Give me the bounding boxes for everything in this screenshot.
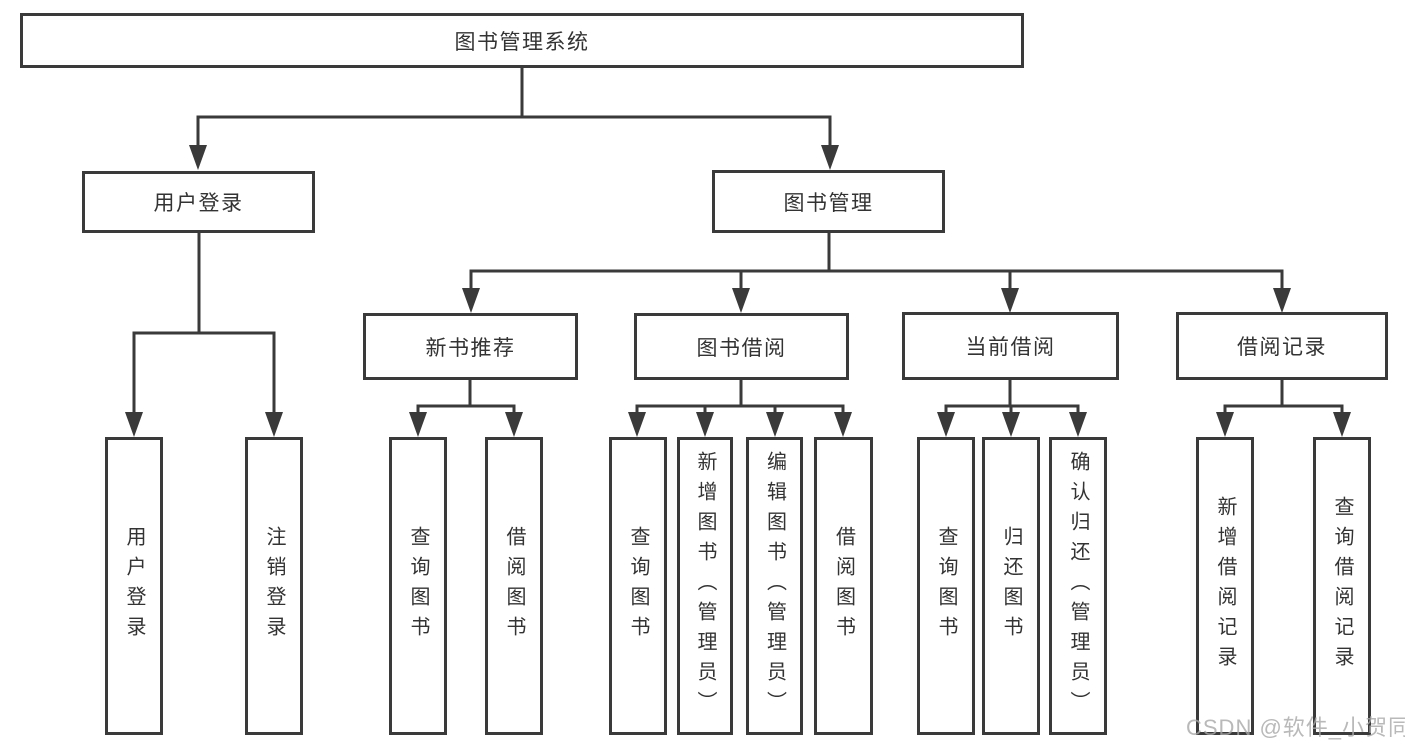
connector-book-borrow-branch xyxy=(635,378,845,417)
arrow-down-icon xyxy=(834,412,852,437)
connector-records-branch xyxy=(1223,378,1344,417)
leaf-confirm-return-admin-label: 确认归还（管理员） xyxy=(1067,451,1089,721)
leaf-logout: 注销登录 xyxy=(245,437,303,735)
leaf-edit-books-admin-label: 编辑图书（管理员） xyxy=(763,451,786,721)
leaf-borrow-books-borrow: 借阅图书 xyxy=(814,437,873,735)
arrow-down-icon xyxy=(1216,412,1234,437)
arrow-down-icon xyxy=(1273,288,1291,313)
leaf-return-books-label: 归还图书 xyxy=(1000,526,1022,646)
arrow-down-icon xyxy=(1001,288,1019,313)
arrow-down-icon xyxy=(125,412,143,437)
arrow-down-icon xyxy=(696,412,714,437)
arrow-down-icon xyxy=(628,412,646,437)
leaf-confirm-return-admin: 确认归还（管理员） xyxy=(1049,437,1107,735)
leaf-borrow-books-newrec-label: 借阅图书 xyxy=(503,526,525,646)
arrow-down-icon xyxy=(1002,412,1020,437)
leaf-query-books-borrow: 查询图书 xyxy=(609,437,667,735)
arrow-down-icon xyxy=(265,412,283,437)
leaf-add-borrow-record: 新增借阅记录 xyxy=(1196,437,1254,735)
leaf-borrow-books-borrow-label: 借阅图书 xyxy=(832,526,855,646)
leaf-query-borrow-record-label: 查询借阅记录 xyxy=(1331,496,1353,676)
arrow-down-icon xyxy=(189,145,207,170)
leaf-user-login: 用户登录 xyxy=(105,437,163,735)
arrow-down-icon xyxy=(1069,412,1087,437)
connector-new-rec-branch xyxy=(416,378,516,417)
node-user-login: 用户登录 xyxy=(82,171,315,233)
node-book-borrow: 图书借阅 xyxy=(634,313,849,380)
leaf-query-books-newrec-label: 查询图书 xyxy=(407,526,429,646)
connector-book-mgmt-branch xyxy=(469,231,1284,292)
arrow-down-icon xyxy=(821,145,839,170)
arrow-down-icon xyxy=(505,412,523,437)
arrow-down-icon xyxy=(732,288,750,313)
leaf-query-borrow-record: 查询借阅记录 xyxy=(1313,437,1371,735)
node-new-book-recommend: 新书推荐 xyxy=(363,313,578,380)
connector-user-login-branch xyxy=(132,231,276,417)
leaf-query-books-current-label: 查询图书 xyxy=(935,526,957,646)
leaf-edit-books-admin: 编辑图书（管理员） xyxy=(746,437,803,735)
leaf-query-books-borrow-label: 查询图书 xyxy=(627,526,649,646)
node-book-borrow-label: 图书借阅 xyxy=(696,336,787,360)
node-new-book-recommend-label: 新书推荐 xyxy=(425,336,516,360)
arrow-down-icon xyxy=(766,412,784,437)
connector-current-borrow-branch xyxy=(944,378,1080,417)
leaf-logout-label: 注销登录 xyxy=(263,526,285,646)
leaf-add-books-admin-label: 新增图书（管理员） xyxy=(694,451,716,721)
leaf-add-books-admin: 新增图书（管理员） xyxy=(677,437,733,735)
csdn-watermark: CSDN @软件_小贺同学 xyxy=(1186,715,1405,740)
leaf-add-borrow-record-label: 新增借阅记录 xyxy=(1214,496,1236,676)
leaf-query-books-newrec: 查询图书 xyxy=(389,437,447,735)
connector-root-to-level1 xyxy=(196,66,832,150)
node-current-borrow: 当前借阅 xyxy=(902,312,1119,380)
arrow-down-icon xyxy=(1333,412,1351,437)
node-borrow-records-label: 借阅记录 xyxy=(1237,336,1327,359)
node-root-system: 图书管理系统 xyxy=(20,13,1024,68)
node-book-management: 图书管理 xyxy=(712,170,945,233)
node-borrow-records: 借阅记录 xyxy=(1176,312,1388,380)
node-root-system-label: 图书管理系统 xyxy=(454,30,590,54)
node-book-management-label: 图书管理 xyxy=(783,191,874,215)
leaf-return-books: 归还图书 xyxy=(982,437,1040,735)
leaf-user-login-label: 用户登录 xyxy=(123,526,145,646)
arrow-down-icon xyxy=(409,412,427,437)
arrow-down-icon xyxy=(937,412,955,437)
arrowheads xyxy=(125,145,1351,437)
node-user-login-label: 用户登录 xyxy=(153,192,244,215)
arrow-down-icon xyxy=(462,288,480,313)
node-current-borrow-label: 当前借阅 xyxy=(965,336,1056,359)
leaf-borrow-books-newrec: 借阅图书 xyxy=(485,437,543,735)
leaf-query-books-current: 查询图书 xyxy=(917,437,975,735)
